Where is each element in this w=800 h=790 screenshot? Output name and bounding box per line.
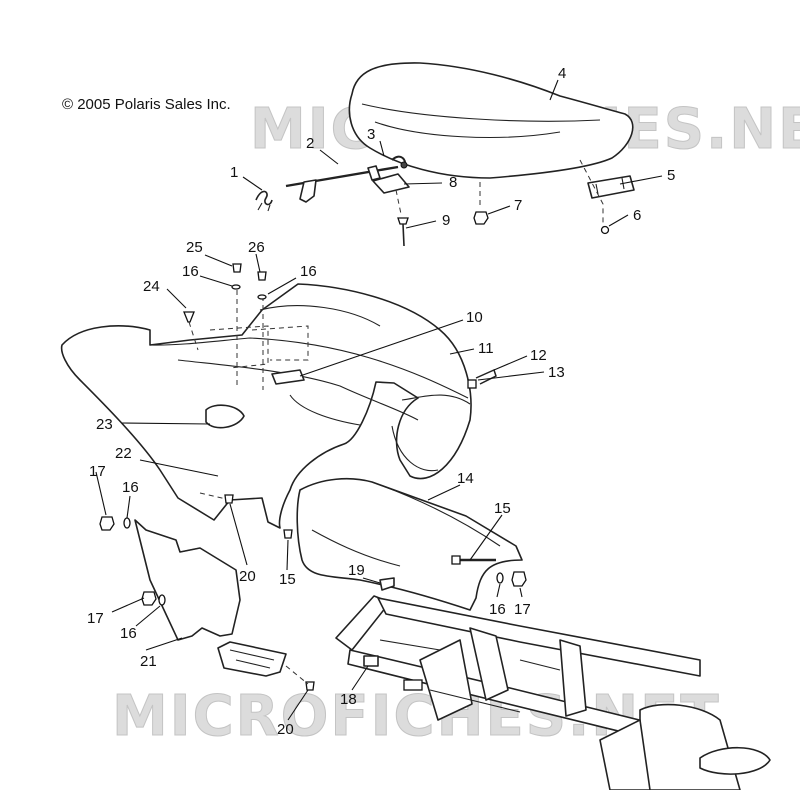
washer-16-right [257,294,267,300]
callout-3: 3 [367,126,375,143]
latch-assembly [255,155,408,212]
callout-18: 18 [340,691,357,708]
callout-2: 2 [306,135,314,152]
callout-24: 24 [143,278,160,295]
callout-17-left-lower: 17 [87,610,104,627]
callout-14: 14 [457,470,474,487]
callout-5: 5 [667,167,675,184]
callout-20-upper: 20 [239,568,256,585]
callout-12: 12 [530,347,547,364]
seat-bracket [587,175,635,199]
washer-16-lower-right [496,572,504,584]
callout-4: 4 [558,65,566,82]
clip-12 [475,368,497,385]
washer-16-left [231,284,241,290]
push-rivet-24 [183,311,195,323]
callout-19: 19 [348,562,365,579]
callout-21: 21 [140,653,157,670]
callout-16-top-right: 16 [300,263,317,280]
mud-flap-bracket [217,641,287,677]
copyright-notice: © 2005 Polaris Sales Inc. [62,96,231,113]
callout-11: 11 [478,340,494,357]
callout-15-upper: 15 [494,500,511,517]
bolt-15-lower [283,529,293,539]
callout-23: 23 [96,416,113,433]
callout-16-left-upper: 16 [122,479,139,496]
callout-9: 9 [442,212,450,229]
mud-flap [134,519,241,641]
callout-16-right: 16 [489,601,506,618]
bolt-26 [257,271,267,281]
callout-20-lower: 20 [277,721,294,738]
screw-9 [397,217,409,247]
nut-13 [467,379,477,389]
nut-7 [473,211,489,225]
callout-22: 22 [115,445,132,462]
callout-16-left-lower: 16 [120,625,137,642]
callout-6: 6 [633,207,641,224]
bolt-15-head [451,555,461,565]
latch-plate [372,173,410,194]
bolt-20-guide [199,492,227,500]
callout-17-left-upper: 17 [89,463,106,480]
seat-bracket-guide [579,159,604,228]
bolt-20-lower-guide [285,665,309,685]
frame [335,595,771,790]
callout-1: 1 [230,164,238,181]
washer-16-left-upper [123,517,131,529]
frame-bracket [363,655,379,667]
grommet-19 [379,577,395,591]
seat [348,62,634,179]
grommet-6 [600,225,610,235]
callout-25: 25 [186,239,203,256]
callout-15-lower: 15 [279,571,296,588]
rivet-guide [188,321,199,351]
callout-13: 13 [548,364,565,381]
callout-10: 10 [466,309,483,326]
callout-26: 26 [248,239,265,256]
fender-clip [205,404,245,429]
latch-guide [395,189,402,215]
callout-8: 8 [449,174,457,191]
bolt-25 [232,263,242,273]
rear-fender [60,283,472,529]
nut-17-left-upper [99,516,115,531]
leader-lines [95,79,663,721]
nut-17-right [511,571,527,587]
washer-16-left-lower [158,594,166,606]
fender-extension [296,477,523,611]
fender-recess [209,325,309,369]
callout-labels: 1 2 3 4 5 6 7 8 9 10 11 12 13 14 15 16 1… [87,65,675,738]
bolt-20-upper [224,494,234,504]
callout-16-top: 16 [182,263,199,280]
fender-decal [271,369,305,385]
callout-17-right: 17 [514,601,531,618]
callout-7: 7 [514,197,522,214]
